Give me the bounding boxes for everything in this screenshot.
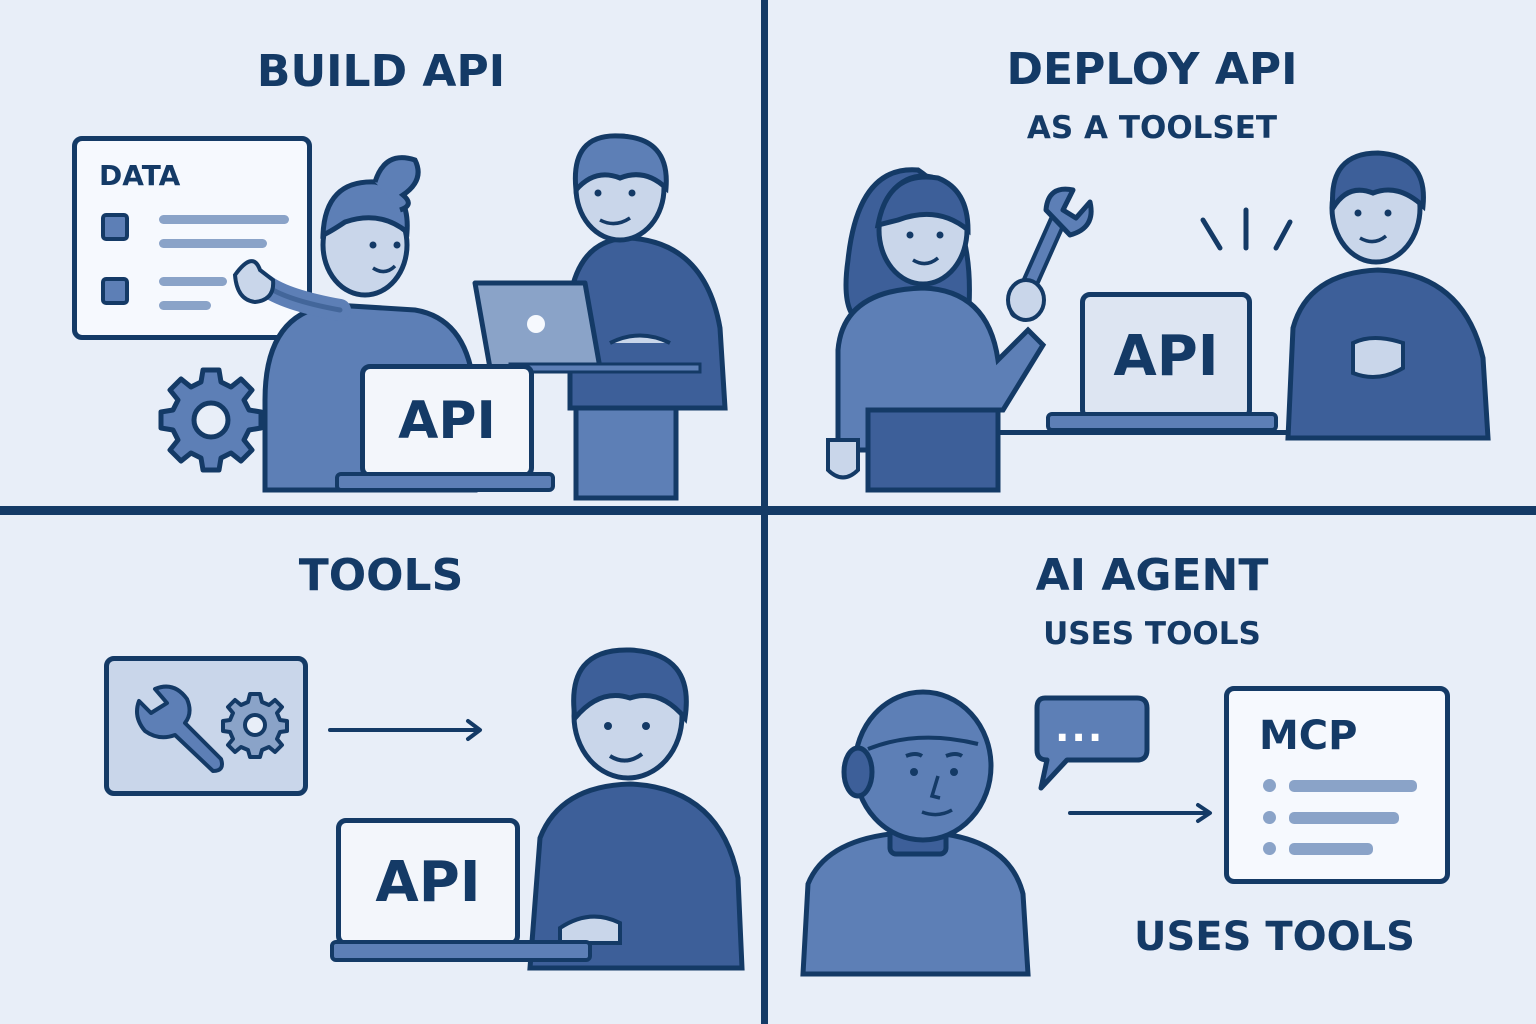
data-row-checkbox: [101, 213, 129, 241]
gear-icon: [221, 692, 289, 759]
laptop-base: [330, 940, 592, 962]
panel-ai-agent: AI AGENT USES TOOLS ... MCP USES TOOLS: [768, 516, 1536, 1024]
panel-subtitle: AS A TOOLSET: [1026, 110, 1278, 146]
mcp-card: MCP: [1224, 686, 1450, 884]
panel-tools: TOOLS API: [0, 516, 762, 1024]
laptop-base: [335, 472, 555, 492]
mcp-list-line: [1289, 780, 1417, 792]
data-card: DATA: [72, 136, 312, 340]
panel-title: BUILD API: [256, 46, 506, 97]
robot-agent-figure: [800, 689, 1031, 977]
toolbox-card: [104, 656, 308, 796]
list-bullet: [1263, 779, 1276, 792]
mcp-list-line: [1289, 812, 1399, 824]
panel-title: TOOLS: [298, 550, 464, 601]
panel-subtitle: USES TOOLS: [1043, 616, 1261, 652]
man-gesturing-figure: [1285, 150, 1491, 441]
data-row-line: [159, 215, 289, 224]
panel-title: DEPLOY API: [1006, 44, 1298, 95]
arrow-right-icon: [1068, 803, 1212, 823]
api-laptop-screen: API: [1080, 292, 1252, 420]
speech-bubble-dots: ...: [1055, 706, 1105, 750]
sparkle-lines-icon: [1200, 207, 1293, 251]
mcp-list-line: [1289, 843, 1373, 855]
man-typing-figure: [527, 647, 745, 971]
wrench-icon: [135, 684, 224, 773]
data-row-line: [159, 277, 227, 286]
man-with-laptop-figure: [472, 133, 728, 501]
panel-build-api: BUILD API DATA: [0, 0, 762, 508]
api-laptop-screen: API: [360, 364, 534, 478]
data-row-checkbox: [101, 277, 129, 305]
panel-title: AI AGENT: [1035, 550, 1269, 601]
data-card-label: DATA: [99, 159, 181, 192]
speech-bubble-icon: [1034, 695, 1150, 791]
footer-caption: USES TOOLS: [1134, 914, 1415, 960]
panel-deploy-api: DEPLOY API AS A TOOLSET API: [768, 0, 1536, 508]
arrow-right-icon: [328, 719, 482, 741]
horizontal-divider: [0, 506, 1536, 515]
laptop-base: [1046, 412, 1278, 432]
desk-line: [996, 430, 1296, 435]
list-bullet: [1263, 811, 1276, 824]
data-row-line: [159, 239, 267, 248]
list-bullet: [1263, 842, 1276, 855]
data-row-line: [159, 301, 211, 310]
mcp-card-label: MCP: [1259, 713, 1358, 759]
woman-holding-wrench-figure: [826, 167, 1094, 493]
api-laptop-screen: API: [336, 818, 520, 946]
gear-icon: [158, 367, 264, 473]
